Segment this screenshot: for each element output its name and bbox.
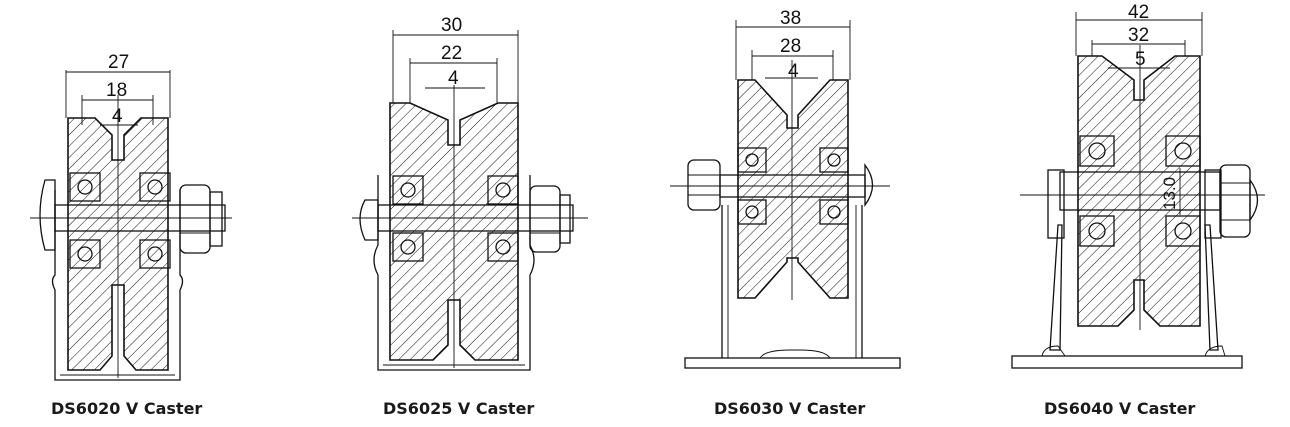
caster-ds6030-drawing: 38 28 4 xyxy=(670,8,901,369)
ds6020-dim-slot: 4 xyxy=(112,106,123,127)
ds6040-dim-slot: 5 xyxy=(1135,49,1146,70)
ds6030-dim-slot: 4 xyxy=(788,61,799,82)
ds6020-dim-outer: 27 xyxy=(108,52,129,73)
caption-ds6030: DS6030 V Caster xyxy=(714,399,866,418)
caption-ds6040: DS6040 V Caster xyxy=(1044,399,1196,418)
ds6040-dim-groove: 32 xyxy=(1128,25,1149,46)
ds6025-dim-outer: 30 xyxy=(441,15,462,36)
caster-ds6040-drawing: 13.0 42 32 5 xyxy=(1011,2,1265,369)
ds6020-dim-groove: 18 xyxy=(106,80,127,101)
caster-ds6025-drawing: 30 22 4 xyxy=(352,15,588,371)
ds6030-dim-outer: 38 xyxy=(780,8,801,29)
ds6030-dim-groove: 28 xyxy=(780,36,801,57)
ds6025-dim-slot: 4 xyxy=(448,68,459,89)
caption-ds6025: DS6025 V Caster xyxy=(383,399,535,418)
ds6025-dim-groove: 22 xyxy=(441,43,462,64)
ds6040-dim-outer: 42 xyxy=(1128,2,1149,23)
caption-ds6020: DS6020 V Caster xyxy=(51,399,203,418)
caster-ds6020-drawing: 27 18 4 xyxy=(30,52,232,381)
ds6040-dim-axle: 13.0 xyxy=(1160,177,1179,210)
